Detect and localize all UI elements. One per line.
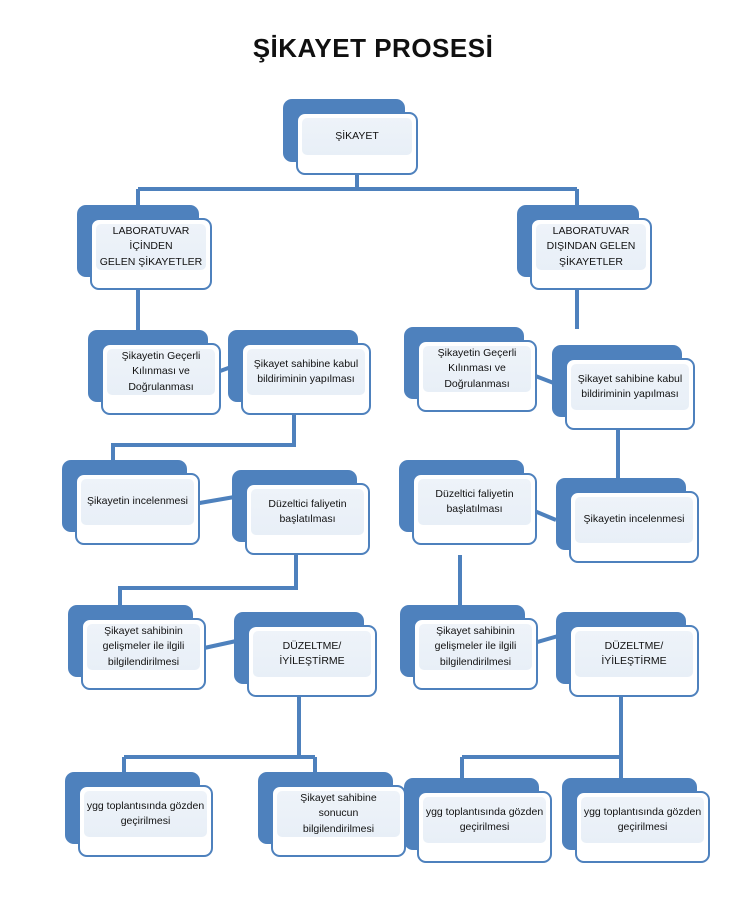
node-card	[569, 491, 699, 563]
node-label: Şikayet sahibinin gelişmeler ile ilgili …	[102, 625, 185, 668]
node-card	[78, 785, 213, 857]
node-card	[245, 483, 370, 555]
node-card	[90, 218, 212, 290]
flow-node-r-corrective[interactable]: Düzeltici faliyetin başlatılması	[399, 460, 537, 545]
node-label: Şikayetin Geçerli Kılınması ve Doğrulanm…	[121, 350, 201, 393]
flow-node-r-inform[interactable]: Şikayet sahibinin gelişmeler ile ilgili …	[400, 605, 538, 690]
node-label: Şikayet sahibine kabul bildiriminin yapı…	[577, 372, 683, 400]
node-label: ygg toplantısında gözden geçirilmesi	[583, 805, 702, 833]
node-card	[413, 618, 538, 690]
page-title: ŞİKAYET PROSESİ	[252, 33, 494, 63]
flow-node-external[interactable]: LABORATUVAR DIŞINDAN GELEN ŞİKAYETLER	[517, 205, 652, 290]
flow-node-start[interactable]: ŞİKAYET	[283, 99, 418, 175]
node-card	[575, 791, 710, 863]
edge-lnotify-lexamine	[111, 415, 296, 462]
node-card	[81, 618, 206, 690]
node-label: ygg toplantısında gözden geçirilmesi	[86, 799, 205, 827]
node-label: Şikayet sahibine kabul bildiriminin yapı…	[253, 357, 359, 385]
flow-node-r-ygg1[interactable]: ygg toplantısında gözden geçirilmesi	[404, 778, 552, 863]
node-card	[247, 625, 377, 697]
node-card	[565, 358, 695, 430]
node-card	[417, 791, 552, 863]
node-card	[101, 343, 221, 415]
node-card	[412, 473, 537, 545]
flow-node-r-validate[interactable]: Şikayetin Geçerli Kılınması ve Doğrulanm…	[404, 327, 537, 412]
node-label: Şikayetin Geçerli Kılınması ve Doğrulanm…	[437, 347, 517, 390]
node-card	[530, 218, 652, 290]
flow-node-l-inform[interactable]: Şikayet sahibinin gelişmeler ile ilgili …	[68, 605, 206, 690]
node-label: Düzeltici faliyetin başlatılması	[268, 497, 347, 525]
node-card	[417, 340, 537, 412]
node-label: LABORATUVAR DIŞINDAN GELEN ŞİKAYETLER	[546, 225, 636, 268]
flow-node-r-examine[interactable]: Şikayetin incelenmesi	[556, 478, 699, 563]
edge-lcorrective-linform	[118, 555, 298, 607]
node-label: Düzeltici faliyetin başlatılması	[435, 487, 514, 515]
flow-node-l-validate[interactable]: Şikayetin Geçerli Kılınması ve Doğrulanm…	[88, 330, 221, 415]
node-label: ygg toplantısında gözden geçirilmesi	[425, 805, 544, 833]
node-label: Şikayetin incelenmesi	[87, 495, 188, 508]
node-card	[569, 625, 699, 697]
node-label: DÜZELTME/İYİLEŞTİRME	[601, 639, 667, 667]
node-card	[75, 473, 200, 545]
flow-node-internal[interactable]: LABORATUVAR İÇİNDEN GELEN ŞİKAYETLER	[77, 205, 212, 290]
node-label: Şikayetin incelenmesi	[583, 513, 685, 526]
node-label: Şikayet sahibine sonucun bilgilendirilme…	[300, 792, 377, 835]
node-label: ŞİKAYET	[335, 129, 379, 142]
node-label: Şikayet sahibinin gelişmeler ile ilgili …	[434, 625, 517, 668]
node-card	[241, 343, 371, 415]
flow-node-l-ygg[interactable]: ygg toplantısında gözden geçirilmesi	[65, 772, 213, 857]
flow-node-r-improve[interactable]: DÜZELTME/İYİLEŞTİRME	[556, 612, 699, 697]
flow-node-l-result[interactable]: Şikayet sahibine sonucun bilgilendirilme…	[258, 772, 406, 857]
flow-node-l-corrective[interactable]: Düzeltici faliyetin başlatılması	[232, 470, 370, 555]
node-card	[296, 112, 418, 175]
flow-node-l-notify[interactable]: Şikayet sahibine kabul bildiriminin yapı…	[228, 330, 371, 415]
node-card	[271, 785, 406, 857]
flow-node-l-improve[interactable]: DÜZELTME/İYİLEŞTİRME	[234, 612, 377, 697]
flow-node-r-notify[interactable]: Şikayet sahibine kabul bildiriminin yapı…	[552, 345, 695, 430]
flow-node-r-ygg2[interactable]: ygg toplantısında gözden geçirilmesi	[562, 778, 710, 863]
node-label: LABORATUVAR İÇİNDEN GELEN ŞİKAYETLER	[99, 225, 203, 268]
node-label: DÜZELTME/İYİLEŞTİRME	[279, 639, 345, 667]
flow-node-l-examine[interactable]: Şikayetin incelenmesi	[62, 460, 200, 545]
